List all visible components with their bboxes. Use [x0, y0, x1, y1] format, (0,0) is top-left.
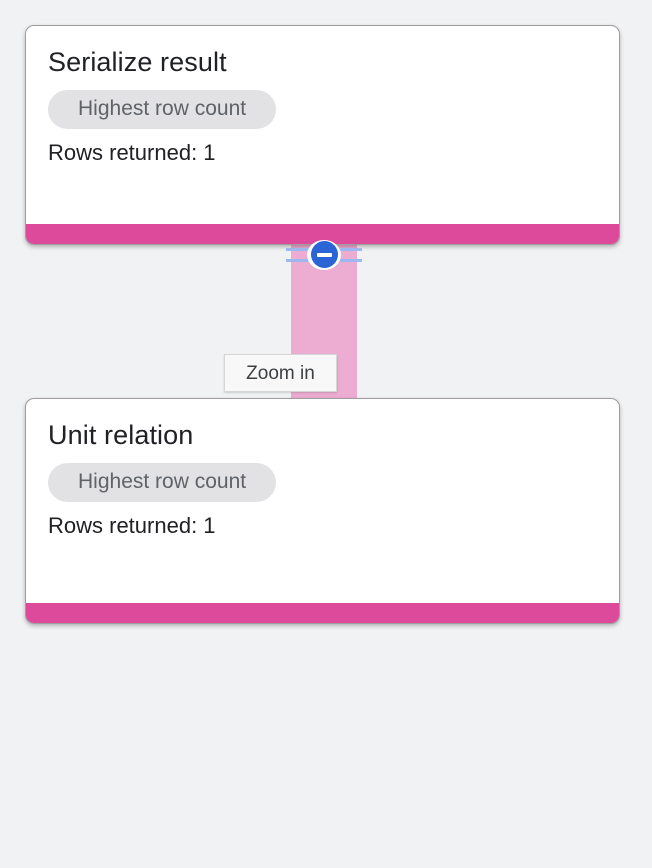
node-card-serialize-result[interactable]: Serialize result Highest row count Rows …	[25, 25, 620, 245]
node-footer-bar	[26, 603, 619, 623]
node-title: Unit relation	[48, 420, 194, 450]
node-footer-bar	[26, 224, 619, 244]
zoom-line-right-bottom	[334, 259, 362, 262]
zoom-in-tooltip: Zoom in	[224, 354, 337, 392]
zoom-line-right-top	[334, 248, 362, 251]
zoom-control[interactable]	[286, 240, 362, 270]
tooltip-label: Zoom in	[246, 362, 315, 384]
node-card-unit-relation[interactable]: Unit relation Highest row count Rows ret…	[25, 398, 620, 624]
zoom-line-left-bottom	[286, 259, 314, 262]
zoom-control-lines	[286, 240, 362, 270]
minus-circle-icon[interactable]	[311, 241, 338, 268]
node-badge: Highest row count	[48, 463, 277, 503]
node-card-body: Serialize result Highest row count Rows …	[26, 26, 619, 166]
minus-glyph	[317, 252, 332, 257]
node-rows-returned: Rows returned: 1	[48, 513, 216, 539]
node-rows-returned: Rows returned: 1	[48, 140, 216, 166]
node-card-body: Unit relation Highest row count Rows ret…	[26, 399, 619, 539]
node-badge: Highest row count	[48, 90, 277, 130]
node-title: Serialize result	[48, 47, 227, 77]
zoom-line-left-top	[286, 248, 314, 251]
